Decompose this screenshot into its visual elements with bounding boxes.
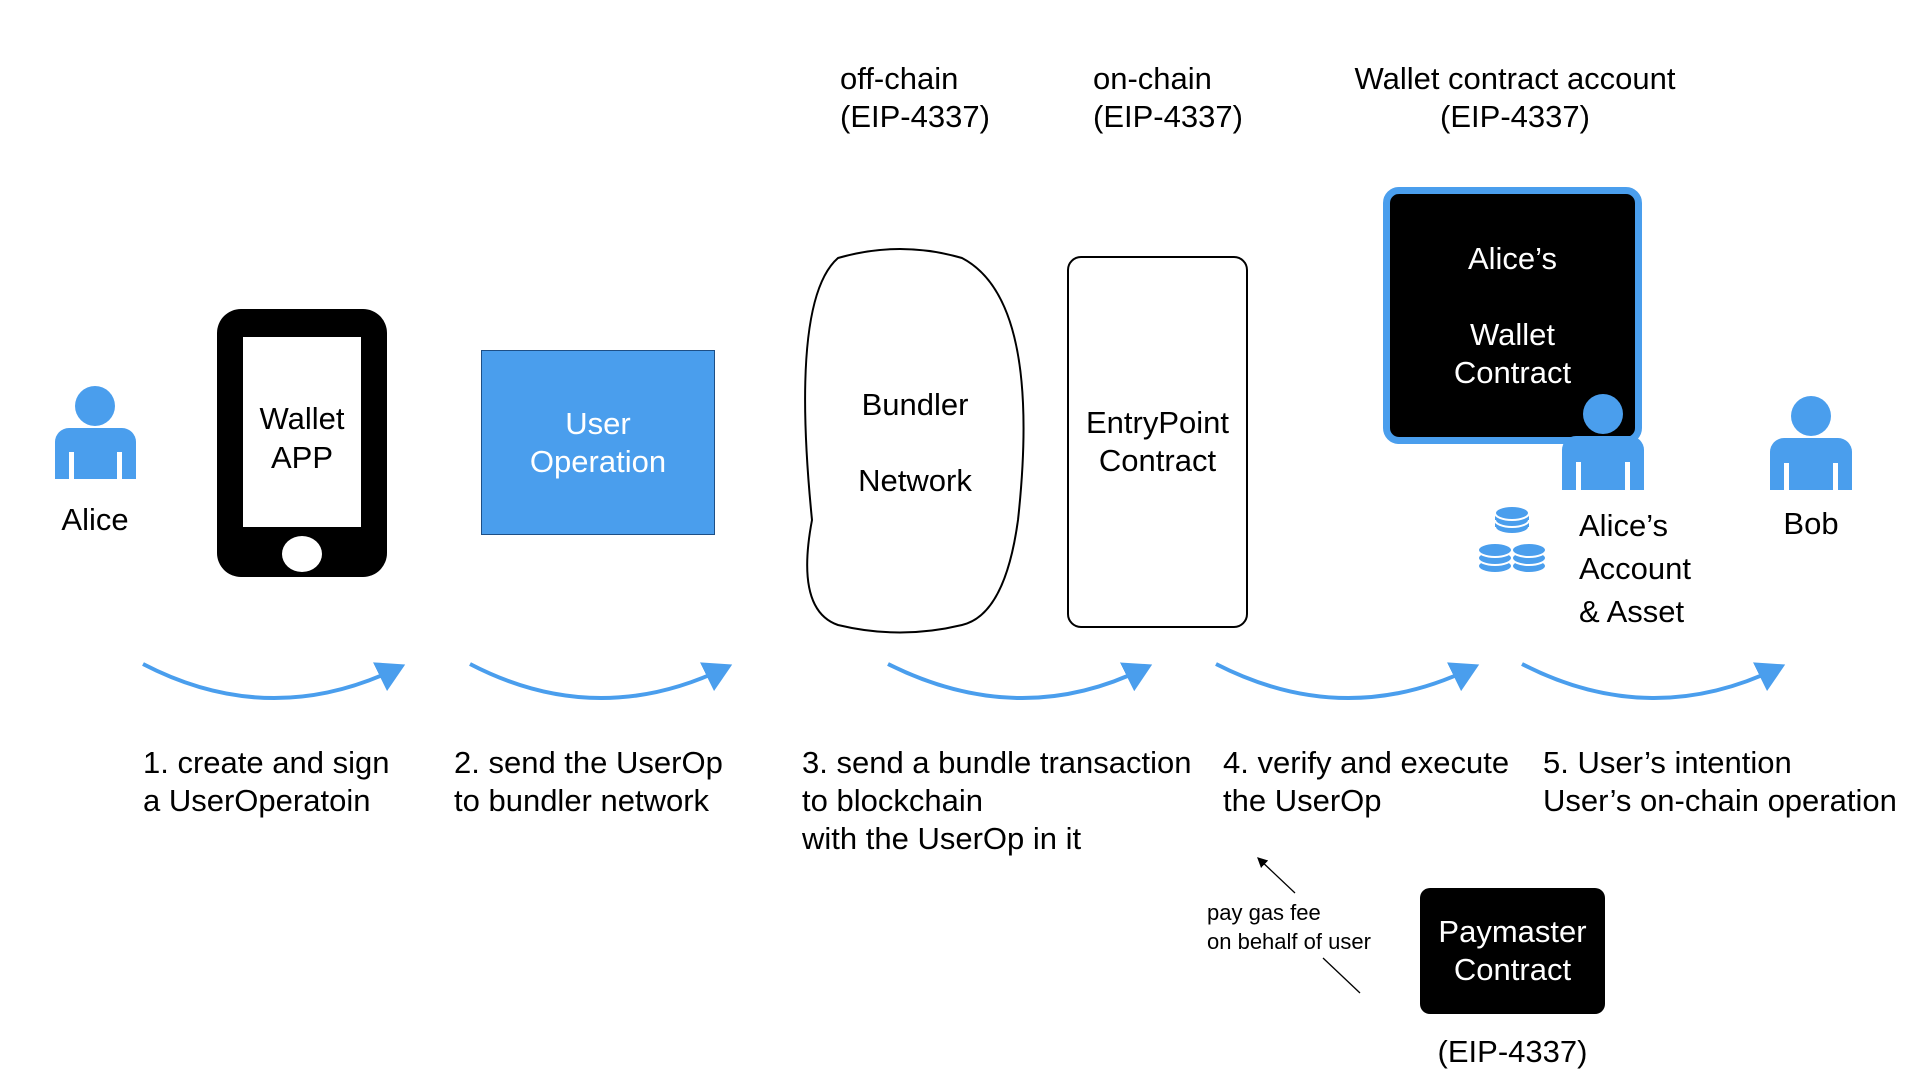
paymaster-arrow	[1257, 857, 1296, 894]
step-4-caption: 4. verify and execute the UserOp	[1223, 745, 1510, 818]
wallet-contract-account-header: Wallet contract account (EIP-4337)	[1354, 61, 1676, 134]
bundler-network-shape	[804, 248, 1025, 634]
flow-arrow-4	[1215, 662, 1480, 701]
flow-arrow-5	[1521, 662, 1786, 701]
entrypoint-contract-box[interactable]	[1067, 256, 1248, 628]
flow-arrow-1	[142, 662, 406, 701]
alice-owner-person-icon	[1562, 394, 1644, 490]
offchain-header: off-chain (EIP-4337)	[840, 61, 990, 134]
step-1-caption: 1. create and sign a UserOperatoin	[143, 745, 390, 818]
alices-account-asset-label: Alice’s Account & Asset	[1579, 508, 1692, 629]
user-operation-label: User Operation	[529, 406, 667, 479]
wallet-app-phone[interactable]	[217, 309, 387, 577]
user-operation-box[interactable]	[481, 350, 715, 535]
onchain-header: on-chain (EIP-4337)	[1093, 61, 1243, 134]
alices-wallet-contract-label: Alice’s Wallet Contract	[1453, 241, 1572, 390]
step-2-caption: 2. send the UserOp to bundler network	[454, 745, 723, 818]
step-3-caption: 3. send a bundle transaction to blockcha…	[802, 745, 1192, 856]
paymaster-contract-label: Paymaster Contract	[1438, 914, 1587, 987]
entrypoint-contract-label: EntryPoint Contract	[1085, 405, 1229, 478]
bundler-network-label: Bundler Network	[858, 387, 972, 498]
paymaster-note-line	[1322, 957, 1361, 994]
wallet-app-label: Wallet APP	[259, 401, 345, 475]
paymaster-contract-box[interactable]	[1420, 888, 1605, 1014]
flow-arrow-2	[469, 662, 733, 701]
flow-arrow-3	[887, 662, 1153, 701]
alice-label: Alice	[61, 502, 129, 537]
phone-screen	[243, 337, 361, 527]
paymaster-standard-label: (EIP-4337)	[1437, 1034, 1588, 1069]
paymaster-note: pay gas fee on behalf of user	[1207, 900, 1371, 954]
phone-home-button-icon	[282, 536, 322, 572]
step-5-caption: 5. User’s intention User’s on-chain oper…	[1543, 745, 1897, 818]
bob-person-icon	[1770, 396, 1852, 490]
alice-person-icon	[55, 386, 136, 479]
bob-label: Bob	[1783, 506, 1839, 541]
